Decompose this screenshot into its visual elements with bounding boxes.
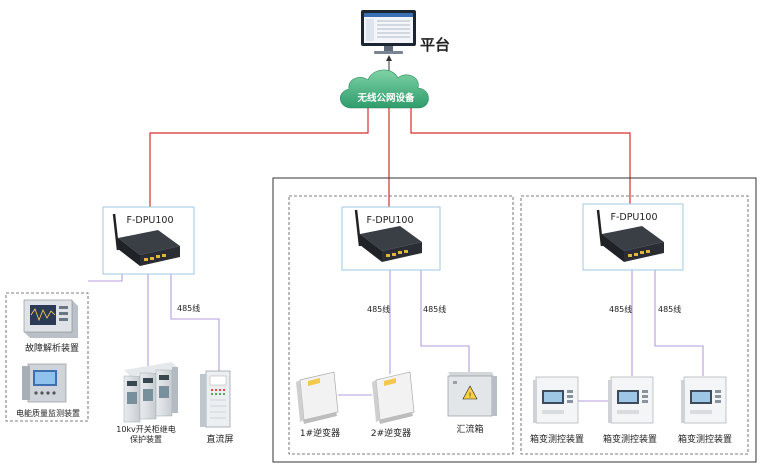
dc-panel-label: 直流屏 [206, 435, 234, 445]
combiner-box-label: 汇流箱 [456, 425, 484, 435]
uplink-lines [149, 108, 631, 210]
inverter-group-frame [288, 195, 514, 455]
svg-text:!: ! [469, 392, 472, 400]
box-controller-1-label: 箱变测控装置 [529, 435, 585, 445]
box-controller-3-icon [681, 376, 727, 424]
rs485-bus-lines [88, 270, 704, 402]
gateway-1-model: F-DPU100 [126, 215, 174, 226]
platform-label: 平台 [420, 36, 451, 54]
inverter-1-label: 1#逆变器 [299, 429, 341, 439]
power-quality-monitor-icon [22, 363, 67, 403]
wireless-network-cloud-icon [340, 69, 429, 109]
site-frame [272, 177, 757, 463]
network-device-label: 无线公网设备 [357, 93, 415, 104]
bus-label-5: 485线 [658, 305, 682, 314]
combiner-box-icon: ! [447, 372, 497, 417]
box-controller-1-icon [533, 376, 579, 424]
switchgear-label: 10kv开关柜继电 保护装置 [116, 425, 176, 444]
inverter-2-label: 2#逆变器 [370, 429, 412, 439]
gateway-2-model: F-DPU100 [366, 215, 414, 226]
fault-analyzer-icon [23, 299, 78, 338]
dc-panel-cabinet-icon [200, 370, 231, 428]
router-icon-1 [112, 213, 180, 266]
router-icon-2 [354, 209, 422, 262]
box-controller-2-label: 箱变测控装置 [602, 435, 658, 445]
bus-label-2: 485线 [367, 305, 391, 314]
switchgear-cabinet-icon [123, 362, 178, 423]
bus-label-3: 485线 [423, 305, 447, 314]
box-transformer-group-frame [520, 195, 749, 455]
power-quality-label: 电能质量监测装置 [16, 409, 80, 418]
gateway-3-model: F-DPU100 [610, 212, 658, 223]
fault-analyzer-label: 故障解析装置 [24, 344, 80, 354]
inverter-1-icon [296, 371, 339, 424]
box-controller-3-label: 箱变测控装置 [677, 435, 733, 445]
platform-monitor-icon [361, 10, 416, 54]
bus-label-4: 485线 [609, 305, 633, 314]
bus-label-1: 485线 [177, 304, 201, 313]
monitoring-group-frame [5, 292, 89, 422]
router-icon-3 [596, 209, 664, 262]
box-controller-2-icon [608, 376, 654, 424]
inverter-2-icon [372, 371, 415, 424]
